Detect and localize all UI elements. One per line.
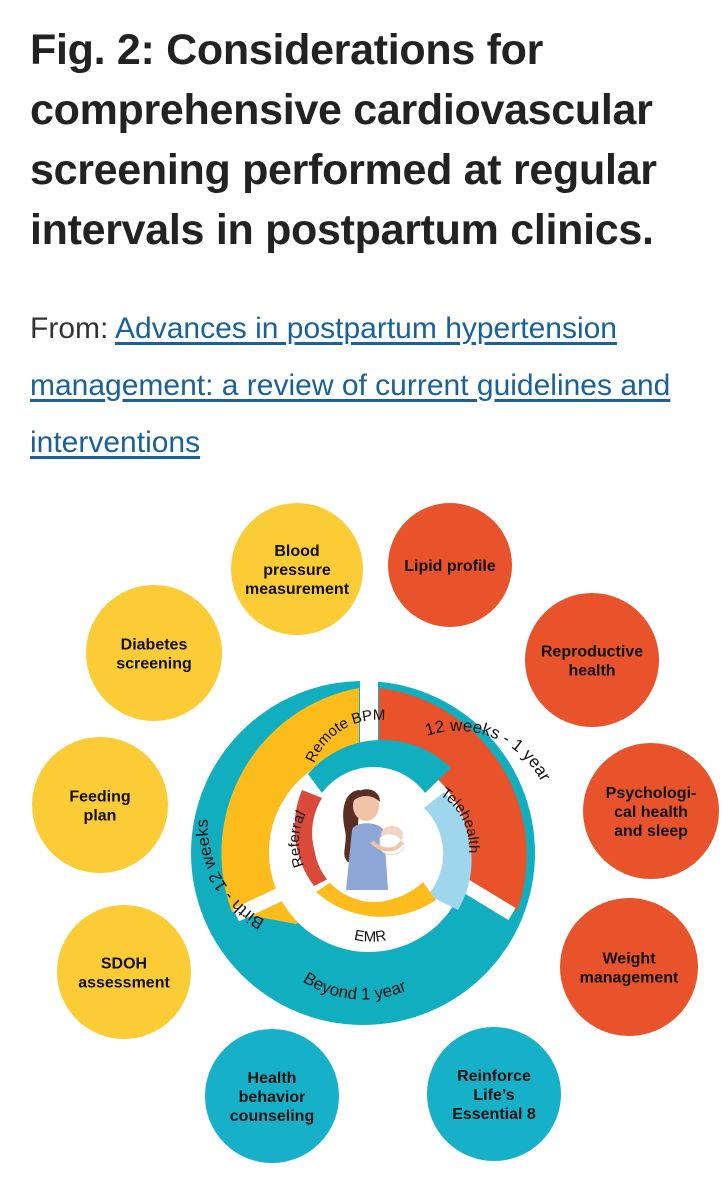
bubble-item: Lipid profile (388, 503, 512, 627)
bubble-item: Feeding plan (32, 737, 168, 873)
bubble-label: Blood (274, 543, 319, 560)
bubble-item: Reproductive health (525, 593, 659, 727)
bubble-label: Lipid profile (404, 558, 496, 575)
bubble-label: measurement (245, 581, 350, 598)
bubble-label: management (580, 970, 679, 987)
bubble-label: cal health (614, 804, 688, 821)
diagram-canvas: Birth - 12 weeks 12 weeks - 1 year Beyon… (0, 490, 728, 1200)
bubble-label: and sleep (614, 823, 688, 840)
bubble-label: behavior (239, 1089, 306, 1106)
source-prefix: From: (30, 312, 115, 345)
figure-source: From: Advances in postpartum hypertensio… (30, 300, 710, 471)
bubble-label: health (568, 663, 615, 680)
screening-diagram: Birth - 12 weeks 12 weeks - 1 year Beyon… (0, 490, 728, 1200)
bubble-label: Feeding (69, 789, 130, 806)
bubble-item: Blood pressure measurement (231, 503, 363, 635)
bubble-label: Health (248, 1070, 297, 1087)
figure-title: Fig. 2: Considerations for comprehensive… (30, 20, 700, 260)
label-emr: EMR (353, 927, 388, 946)
bubble-item: Health behavior counseling (205, 1029, 339, 1163)
bubble-label: assessment (78, 975, 170, 992)
bubble-label: counseling (230, 1108, 314, 1125)
central-wheel: Birth - 12 weeks 12 weeks - 1 year Beyon… (191, 680, 555, 1025)
bubble-label: Psychologi- (606, 785, 697, 802)
bubble-label: pressure (263, 562, 331, 579)
bubble-label: Reproductive (541, 644, 643, 661)
bubble-label: Weight (602, 951, 656, 968)
bubble-item: SDOH assessment (57, 905, 191, 1039)
bubble-label: plan (84, 808, 117, 825)
bubble-label: Diabetes (121, 637, 188, 654)
bubble-label: Reinforce (457, 1068, 531, 1085)
bubble-item: Diabetes screening (86, 585, 222, 721)
bubble-item: Weight management (560, 898, 698, 1036)
bubble-label: Life’s (473, 1087, 514, 1104)
source-article-link[interactable]: Advances in postpartum hypertension mana… (30, 312, 670, 459)
bubble-label: Essential 8 (452, 1106, 536, 1123)
bubble-label: screening (116, 656, 192, 673)
bubble-item: Psychologi-cal health and sleep (583, 743, 719, 879)
bubble-label: SDOH (101, 956, 147, 973)
